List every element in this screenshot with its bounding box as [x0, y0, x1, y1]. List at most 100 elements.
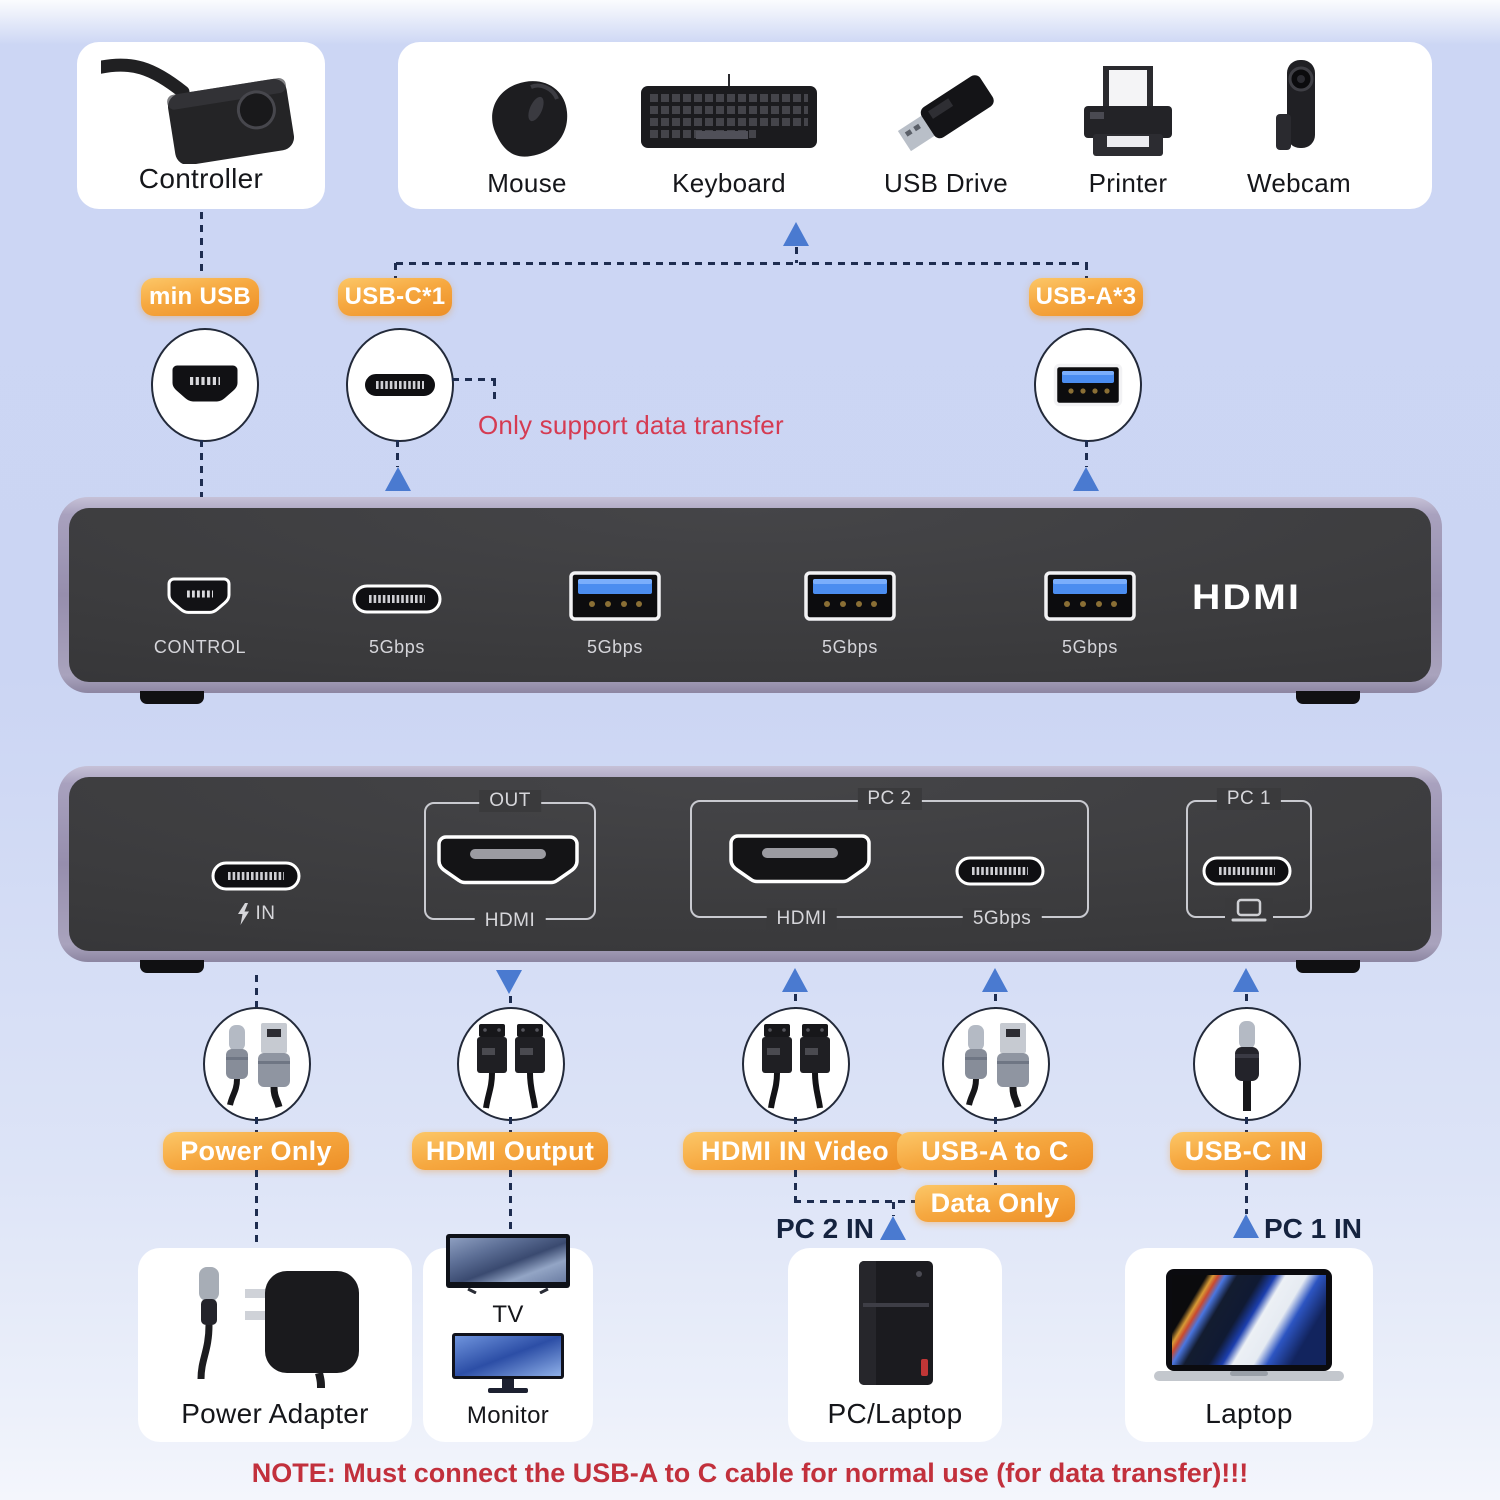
power-adapter-label: Power Adapter — [181, 1398, 369, 1429]
hdmi-output-badge: HDMI Output — [412, 1132, 608, 1170]
hdmi-cables-icon — [477, 1024, 545, 1109]
hdmi-in-dashed-elbow — [794, 1200, 916, 1203]
controller-card: Controller — [77, 42, 325, 209]
data-transfer-warning: Only support data transfer — [478, 410, 784, 440]
data-transfer-dash-v — [493, 379, 496, 405]
power-dashed-mid — [255, 1117, 258, 1132]
usbc-in-dashed-top — [1245, 994, 1248, 1008]
pc2-usb-c-port — [954, 855, 1046, 892]
hdmi-logo: HDMI — [1192, 578, 1302, 617]
device-keyboard: Keyboard — [638, 56, 820, 199]
power-usb-c-port — [210, 860, 302, 897]
pc1-group-bracket: PC 1 — [1186, 788, 1312, 930]
pc-laptop-card: PC/Laptop — [788, 1248, 1002, 1442]
usbc-in-arrow-up-icon — [1233, 968, 1259, 992]
webcam-label: Webcam — [1247, 168, 1351, 198]
usb-c-port-circle — [346, 328, 454, 442]
front-foot-left — [140, 691, 204, 704]
pc2-group-bracket: PC 2 HDMI 5Gbps — [690, 788, 1089, 930]
front-usba3-speed-label: 5Gbps — [1061, 637, 1119, 657]
usba-dashed-stub — [1085, 263, 1088, 278]
usb-c-port-icon — [362, 371, 438, 399]
mouse-icon — [479, 58, 575, 162]
data-transfer-dash-h — [452, 378, 496, 381]
hdmi-in-dashed-bottom — [794, 1170, 797, 1201]
devices-dashed-stub — [795, 247, 798, 263]
pc1-in-label: PC 1 IN — [1264, 1213, 1363, 1244]
hdmi-in-video-badge: HDMI IN Video — [683, 1132, 907, 1170]
keyboard-label: Keyboard — [672, 168, 786, 198]
hdmi-out-arrow-down-icon — [496, 970, 522, 994]
device-usb-drive: USB Drive — [883, 56, 1009, 199]
printer-label: Printer — [1088, 168, 1168, 198]
front-usba2-speed-label: 5Gbps — [821, 637, 879, 657]
rear-foot-left — [140, 960, 204, 973]
mini-usb-port-circle — [151, 328, 259, 442]
pc2-junction-stub — [892, 1202, 895, 1216]
pc1-laptop-icon — [1225, 898, 1273, 930]
front-usb-a-port-3 — [1043, 570, 1137, 627]
tv-label: TV — [492, 1301, 524, 1328]
monitor-label: Monitor — [466, 1402, 550, 1429]
monitor-icon — [450, 1331, 566, 1400]
pc2-hdmi-label: HDMI — [766, 908, 838, 930]
pc-laptop-label: PC/Laptop — [827, 1398, 963, 1429]
power-adapter-icon — [169, 1261, 381, 1394]
devices-card: Mouse Keyboard — [398, 42, 1432, 209]
control-port-label: CONTROL — [153, 637, 247, 657]
usb-ac-arrow-up-icon — [982, 968, 1008, 992]
keyboard-icon — [638, 58, 820, 162]
controller-label: Controller — [138, 163, 264, 194]
usb-a-to-c-cable-circle — [942, 1007, 1050, 1121]
mini-usb-port-icon — [169, 362, 241, 405]
laptop-card: Laptop — [1125, 1248, 1373, 1442]
device-webcam: Webcam — [1247, 56, 1351, 199]
pc2-group-title: PC 2 — [857, 788, 922, 810]
front-usbc-speed-label: 5Gbps — [368, 637, 426, 657]
usb-c-cable-icon — [1235, 1021, 1259, 1111]
front-usba1-speed-label: 5Gbps — [586, 637, 644, 657]
usbc-in-dashed-bottom — [1245, 1170, 1248, 1214]
usb-ac-dashed-to-dataonly — [994, 1170, 997, 1185]
usb-ac-dashed-top — [994, 994, 997, 1008]
usb-drive-icon — [883, 58, 1009, 162]
usb-a-c-cable-icon — [226, 1023, 290, 1108]
pc2-hdmi-port — [728, 832, 872, 891]
usbc-in-dashed-mid — [1245, 1117, 1248, 1132]
hdmi-in-cable-circle — [742, 1007, 850, 1121]
controller-dashed-line — [200, 212, 203, 276]
usb-a-dashed-down — [1085, 440, 1088, 467]
laptop-label: Laptop — [1205, 1398, 1293, 1429]
hdmi-in-dashed-mid — [794, 1117, 797, 1132]
hdmi-out-port — [436, 833, 580, 892]
webcam-icon — [1267, 58, 1331, 162]
mouse-label: Mouse — [487, 168, 567, 198]
usbc-in-cable-circle — [1193, 1007, 1301, 1121]
front-usb-c-port — [351, 583, 443, 620]
hdmi-in-dashed-top — [794, 994, 797, 1008]
power-dashed-bottom — [255, 1170, 258, 1248]
out-hdmi-label: HDMI — [474, 910, 546, 932]
usb-c1-badge: USB-C*1 — [338, 278, 452, 316]
usb-c-dashed-down — [396, 440, 399, 467]
device-printer: Printer — [1072, 56, 1184, 199]
pc1-usb-c-port — [1201, 855, 1293, 892]
power-adapter-card: Power Adapter — [138, 1248, 412, 1442]
pc2-in-label: PC 2 IN — [775, 1213, 874, 1244]
controller-icon — [90, 52, 301, 169]
tv-icon — [444, 1232, 572, 1299]
pc2-usbc-speed-label: 5Gbps — [962, 908, 1042, 930]
usb-a-port-icon — [1053, 363, 1123, 407]
tv-monitor-card: TV Monitor — [423, 1234, 593, 1442]
front-foot-right — [1296, 691, 1360, 704]
hdmi-output-cable-circle — [457, 1007, 565, 1121]
hdmi-out-dashed-bottom — [509, 1170, 512, 1248]
usb-a-to-c-badge: USB-A to C — [897, 1132, 1093, 1170]
usb-drive-label: USB Drive — [883, 168, 1009, 198]
usb-a-to-c-cable-icon — [965, 1023, 1029, 1108]
lightning-icon — [237, 903, 249, 925]
front-panel-face — [69, 508, 1431, 682]
hdmi-out-dashed-top — [509, 996, 512, 1008]
front-usb-a-port-1 — [568, 570, 662, 627]
